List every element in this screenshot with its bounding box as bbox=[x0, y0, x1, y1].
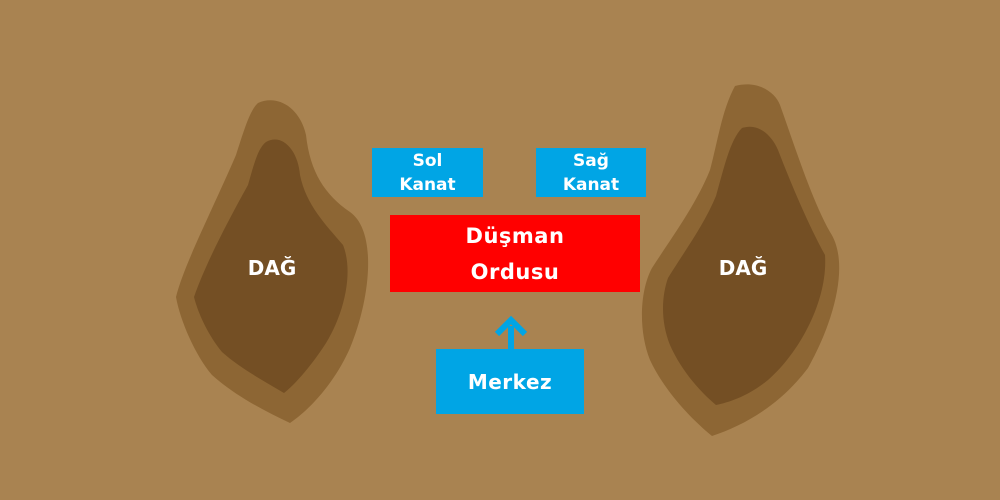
left-wing-box: Sol Kanat bbox=[372, 148, 483, 197]
arrow-head bbox=[494, 315, 528, 337]
enemy-army-label: Düşman Ordusu bbox=[465, 223, 565, 284]
left-mountain bbox=[176, 100, 369, 424]
right-mountain-label: DAĞ bbox=[718, 256, 768, 280]
enemy-army-box: Düşman Ordusu bbox=[390, 215, 640, 292]
center-label: Merkez bbox=[467, 369, 553, 394]
left-wing-label: Sol Kanat bbox=[399, 150, 456, 195]
left-mountain-label: DAĞ bbox=[247, 256, 297, 280]
right-wing-box: Sağ Kanat bbox=[536, 148, 646, 197]
arrow-up-icon bbox=[494, 315, 528, 349]
center-box: Merkez bbox=[436, 349, 584, 414]
left-mountain-inner bbox=[194, 139, 348, 393]
right-mountain-inner bbox=[663, 126, 826, 406]
right-mountain bbox=[641, 84, 840, 436]
right-wing-label: Sağ Kanat bbox=[562, 150, 620, 195]
